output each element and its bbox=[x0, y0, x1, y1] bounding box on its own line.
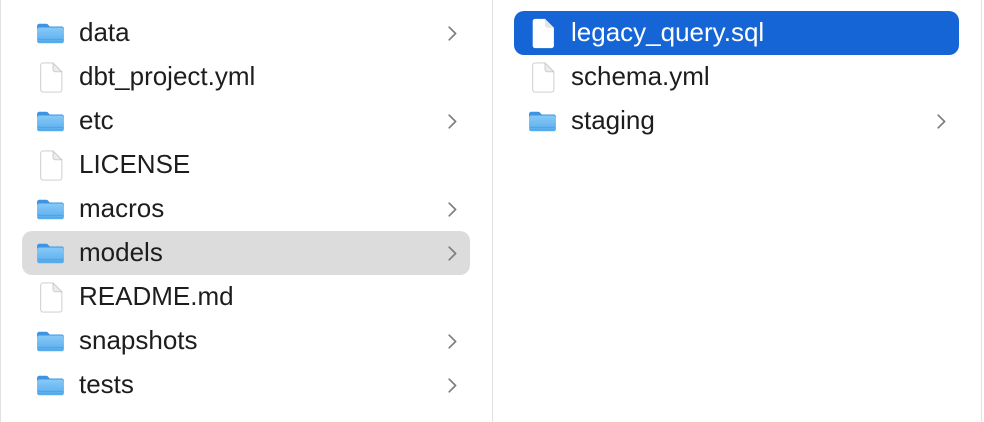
icon-box bbox=[35, 105, 66, 137]
folder-icon bbox=[37, 375, 64, 395]
file-row-models[interactable]: models bbox=[22, 231, 470, 275]
file-row-snapshots[interactable]: snapshots bbox=[22, 319, 470, 363]
icon-box bbox=[527, 61, 558, 93]
finder-column-parent: data dbt_project.yml etc bbox=[1, 0, 493, 422]
folder-icon bbox=[37, 199, 64, 219]
chevron-right-icon bbox=[448, 333, 457, 349]
icon-box bbox=[35, 149, 66, 181]
file-name-label: LICENSE bbox=[79, 151, 191, 179]
file-row-staging[interactable]: staging bbox=[514, 99, 959, 143]
icon-box bbox=[35, 281, 66, 313]
file-row-etc[interactable]: etc bbox=[22, 99, 470, 143]
file-row-tests[interactable]: tests bbox=[22, 363, 470, 407]
folder-icon bbox=[529, 111, 556, 131]
file-name-label: snapshots bbox=[79, 327, 198, 355]
folder-icon bbox=[37, 331, 64, 351]
icon-box bbox=[35, 193, 66, 225]
file-row-schema-yml[interactable]: schema.yml bbox=[514, 55, 959, 99]
icon-box bbox=[527, 17, 558, 49]
file-row-readme-md[interactable]: README.md bbox=[22, 275, 470, 319]
file-row-dbt-project-yml[interactable]: dbt_project.yml bbox=[22, 55, 470, 99]
document-icon bbox=[531, 61, 554, 93]
file-name-label: models bbox=[79, 239, 163, 267]
icon-box bbox=[35, 369, 66, 401]
file-row-license[interactable]: LICENSE bbox=[22, 143, 470, 187]
finder-column-child: legacy_query.sql schema.yml staging bbox=[493, 0, 982, 422]
document-icon bbox=[532, 18, 554, 48]
file-name-label: schema.yml bbox=[571, 63, 710, 91]
file-name-label: legacy_query.sql bbox=[571, 19, 765, 47]
icon-box bbox=[527, 105, 558, 137]
file-name-label: macros bbox=[79, 195, 165, 223]
icon-box bbox=[35, 61, 66, 93]
icon-box bbox=[35, 237, 66, 269]
file-name-label: staging bbox=[571, 107, 655, 135]
folder-icon bbox=[37, 111, 64, 131]
document-icon bbox=[39, 149, 62, 181]
icon-box bbox=[35, 17, 66, 49]
chevron-right-icon bbox=[448, 25, 457, 41]
document-icon bbox=[39, 61, 62, 93]
chevron-right-icon bbox=[448, 113, 457, 129]
chevron-right-icon bbox=[448, 245, 457, 261]
folder-icon bbox=[37, 243, 64, 263]
file-name-label: data bbox=[79, 19, 130, 47]
file-row-macros[interactable]: macros bbox=[22, 187, 470, 231]
chevron-right-icon bbox=[937, 113, 946, 129]
chevron-right-icon bbox=[448, 377, 457, 393]
file-name-label: etc bbox=[79, 107, 114, 135]
file-name-label: tests bbox=[79, 371, 134, 399]
file-name-label: dbt_project.yml bbox=[79, 63, 256, 91]
folder-icon bbox=[37, 23, 64, 43]
chevron-right-icon bbox=[448, 201, 457, 217]
file-row-legacy-query-sql[interactable]: legacy_query.sql bbox=[514, 11, 959, 55]
document-icon bbox=[39, 281, 62, 313]
icon-box bbox=[35, 325, 66, 357]
file-name-label: README.md bbox=[79, 283, 234, 311]
file-row-data[interactable]: data bbox=[22, 11, 470, 55]
